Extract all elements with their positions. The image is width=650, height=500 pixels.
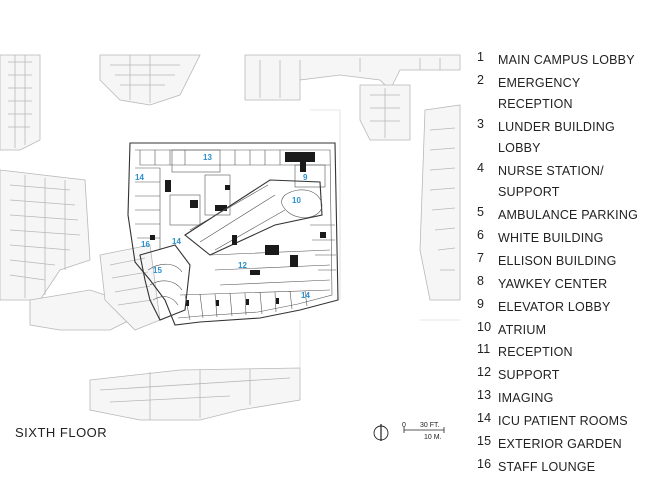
legend-label: STAFF LOUNGE [498,460,596,474]
legend-number: 3 [477,117,485,131]
legend-item-15: 15 EXTERIOR GARDEN [477,434,647,455]
scale-bar: 0 30 FT. 10 M. [373,422,445,441]
floor-plate [127,142,339,326]
legend-number: 14 [477,411,492,425]
legend-item-3: 3 LUNDER BUILDING LOBBY [477,117,647,159]
legend-label: ATRIUM [498,323,547,337]
legend-number: 15 [477,434,492,448]
legend-number: 4 [477,161,485,175]
plan-label-icu-west: 14 [135,173,144,182]
legend-item-5: 5 AMBULANCE PARKING [477,205,647,226]
legend-label: IMAGING [498,391,554,405]
legend-label: EXTERIOR GARDEN [498,437,622,451]
legend-number: 7 [477,251,485,265]
legend-label: ELLISON BUILDING [498,254,617,268]
plan-label-support: 12 [238,261,247,270]
legend-label: AMBULANCE PARKING [498,208,639,222]
north-arrow-icon [373,424,389,441]
floor-plan-drawing: 13 14 9 10 16 14 12 15 14 [0,54,461,421]
plan-label-atrium: 10 [292,196,301,205]
plan-label-icu-center: 14 [172,237,181,246]
legend-number: 10 [477,320,492,334]
legend-item-14: 14 ICU PATIENT ROOMS [477,411,647,432]
floor-plan: 13 14 9 10 16 14 12 15 14 [0,40,462,460]
legend-number: 6 [477,228,485,242]
legend-number: 13 [477,388,492,402]
legend-label: EMERGENCY RECEPTION [498,76,581,111]
plan-label-icu-southeast: 14 [301,291,310,300]
legend-label: ICU PATIENT ROOMS [498,414,628,428]
legend-label: YAWKEY CENTER [498,277,608,291]
legend-item-7: 7 ELLISON BUILDING [477,251,647,272]
legend-item-10: 10 ATRIUM [477,320,647,341]
legend-item-1: 1 MAIN CAMPUS LOBBY [477,50,647,71]
plan-label-staff-lounge: 16 [141,240,150,249]
legend-number: 12 [477,365,492,379]
context-buildings [0,54,461,421]
plan-label-garden: 15 [153,266,162,275]
legend-item-12: 12 SUPPORT [477,365,647,386]
legend-label: LUNDER BUILDING LOBBY [498,120,615,155]
room-number-labels: 13 14 9 10 16 14 12 15 14 [135,153,310,300]
scale-meters: 10 M. [424,434,442,441]
legend-number: 8 [477,274,485,288]
legend-number: 5 [477,205,485,219]
legend-label: WHITE BUILDING [498,231,604,245]
floor-title: SIXTH FLOOR [15,425,108,440]
legend-label: MAIN CAMPUS LOBBY [498,53,635,67]
legend-item-16: 16 STAFF LOUNGE [477,457,647,478]
plan-label-imaging: 13 [203,153,212,162]
legend-number: 9 [477,297,485,311]
legend-number: 11 [477,342,491,356]
legend-number: 1 [477,50,485,64]
legend-item-13: 13 IMAGING [477,388,647,409]
legend-label: ELEVATOR LOBBY [498,300,611,314]
legend-item-2: 2 EMERGENCY RECEPTION [477,73,647,115]
legend-label: RECEPTION [498,345,573,359]
legend-item-6: 6 WHITE BUILDING [477,228,647,249]
legend-item-9: 9 ELEVATOR LOBBY [477,297,647,318]
legend-item-4: 4 NURSE STATION/ SUPPORT [477,161,647,203]
legend-label: NURSE STATION/ SUPPORT [498,164,604,199]
legend-number: 2 [477,73,485,87]
legend-number: 16 [477,457,492,471]
legend: 1 MAIN CAMPUS LOBBY 2 EMERGENCY RECEPTIO… [477,50,647,478]
legend-item-8: 8 YAWKEY CENTER [477,274,647,295]
plan-label-elevator-lobby: 9 [303,173,308,182]
legend-label: SUPPORT [498,368,560,382]
scale-zero: 0 [402,422,406,429]
scale-feet: 30 FT. [420,422,440,429]
legend-item-11: 11 RECEPTION [477,342,647,363]
